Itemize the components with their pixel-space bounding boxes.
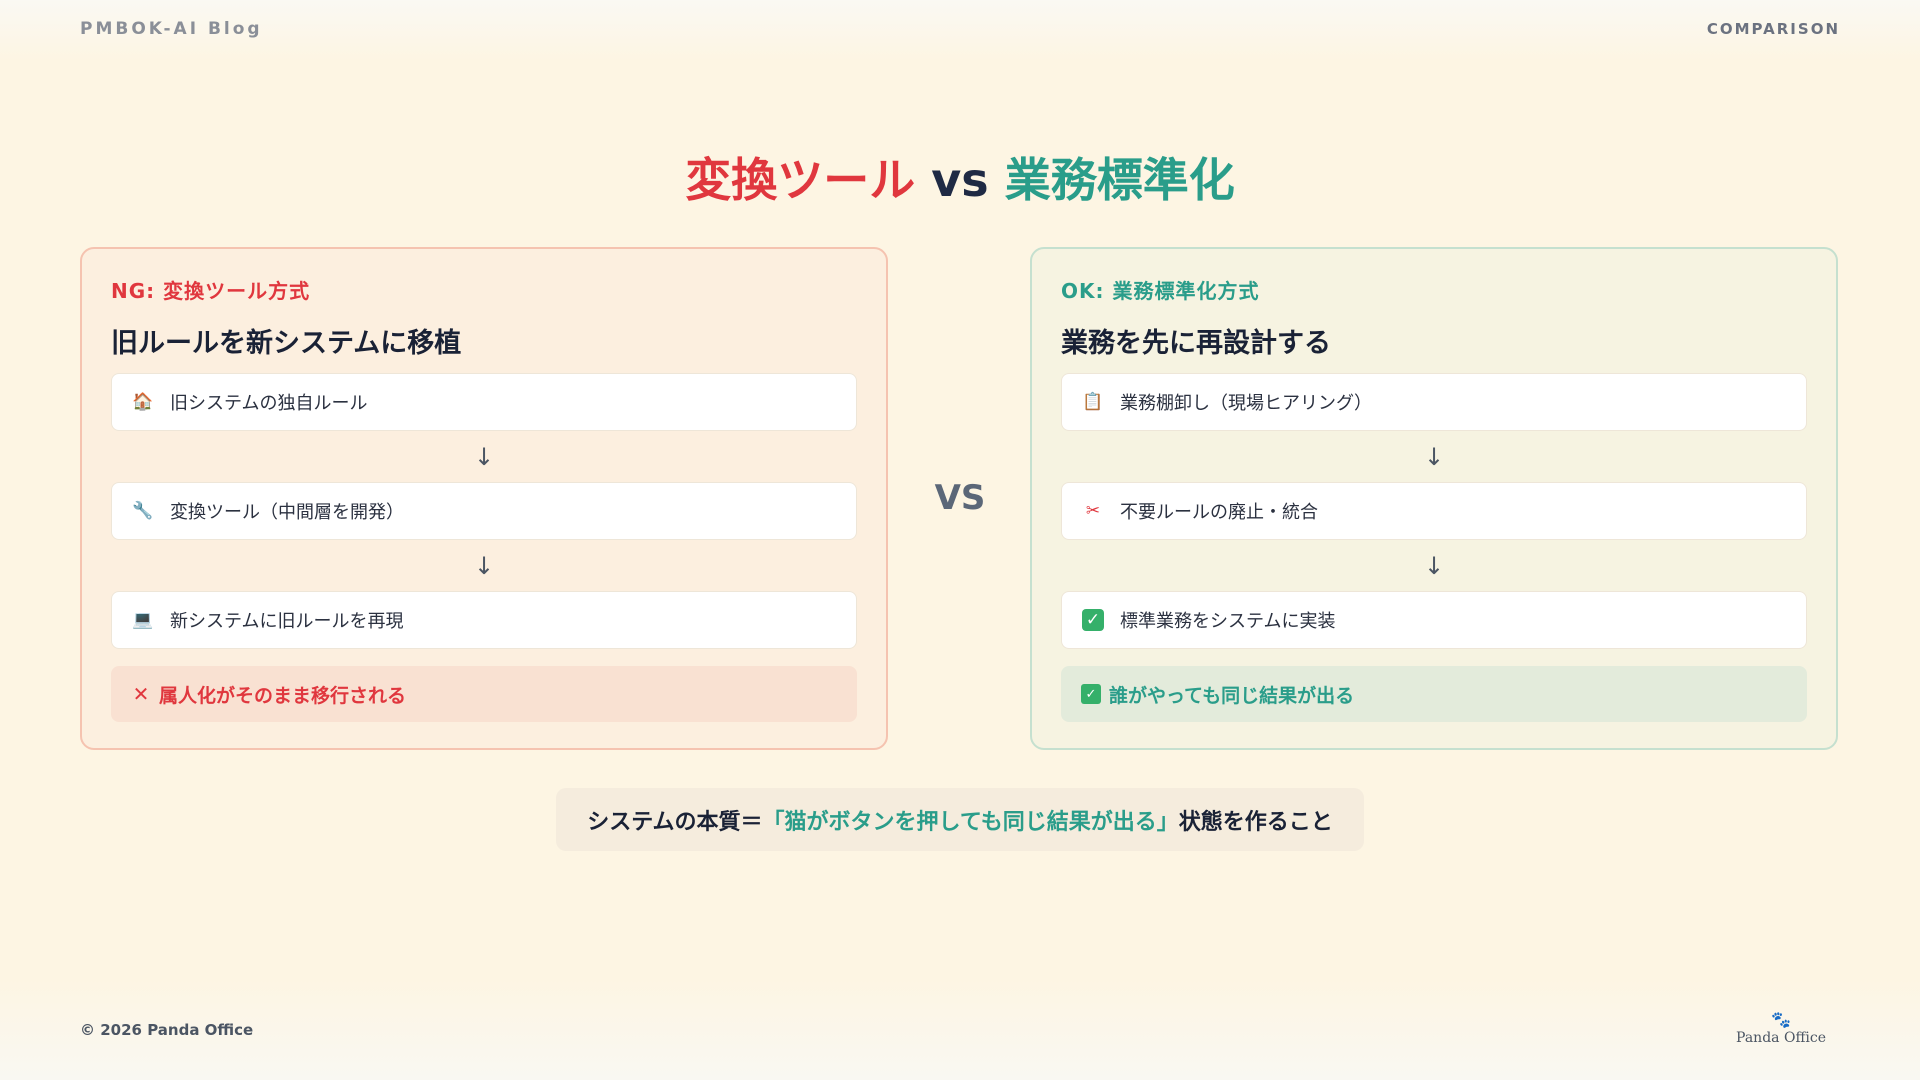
ng-step-2: 🔧 変換ツール（中間層を開発） <box>111 482 857 540</box>
down-arrow-icon: ↓ <box>473 551 495 580</box>
title-bad-term: 変換ツール <box>685 153 916 207</box>
ok-step-2: ✂ 不要ルールの廃止・統合 <box>1061 482 1807 540</box>
title-good-term: 業務標準化 <box>1004 153 1235 207</box>
ok-card-title: 業務を先に再設計する <box>1061 328 1331 359</box>
ok-step-1: 📋 業務棚卸し（現場ヒアリング） <box>1061 373 1807 431</box>
top-bar: PMBOK-AI Blog COMPARISON <box>80 18 1840 40</box>
ng-step-1: 🏠 旧システムの独自ルール <box>111 373 857 431</box>
house-icon: 🏠 <box>132 392 154 412</box>
page-title: 変換ツール vs 業務標準化 <box>0 150 1920 210</box>
ng-card-title: 旧ルールを新システムに移植 <box>111 328 462 359</box>
ng-card-tag: NG: 変換ツール方式 <box>111 279 311 303</box>
ok-card: OK: 業務標準化方式 業務を先に再設計する 📋 業務棚卸し（現場ヒアリング） … <box>1030 247 1838 750</box>
wrench-icon: 🔧 <box>132 501 154 521</box>
ng-result-label: 属人化がそのまま移行される <box>159 684 407 707</box>
down-arrow-icon: ↓ <box>1423 442 1445 471</box>
blog-brand: PMBOK-AI Blog <box>80 19 263 39</box>
logo-text: Panda Office <box>1736 1030 1826 1046</box>
check-icon: ✓ <box>1081 684 1101 704</box>
ok-step-3: ✓ 標準業務をシステムに実装 <box>1061 591 1807 649</box>
ok-result: ✓ 誰がやっても同じ結果が出る <box>1061 666 1807 722</box>
ng-card: NG: 変換ツール方式 旧ルールを新システムに移植 🏠 旧システムの独自ルール … <box>80 247 888 750</box>
ok-step-3-label: 標準業務をシステムに実装 <box>1120 611 1336 632</box>
ng-result: ✕ 属人化がそのまま移行される <box>111 666 857 722</box>
summary-highlight: 「猫がボタンを押しても同じ結果が出る」 <box>762 809 1179 835</box>
down-arrow-icon: ↓ <box>1423 551 1445 580</box>
summary-suffix: 状態を作ること <box>1178 809 1333 835</box>
ok-card-tag: OK: 業務標準化方式 <box>1061 279 1260 303</box>
ng-step-3-label: 新システムに旧ルールを再現 <box>170 611 404 632</box>
title-vs: vs <box>915 153 1005 207</box>
section-tag: COMPARISON <box>1706 20 1840 38</box>
ng-step-3: 💻 新システムに旧ルールを再現 <box>111 591 857 649</box>
ng-step-2-label: 変換ツール（中間層を開発） <box>170 502 404 523</box>
footer-logo: 🐾 Panda Office <box>1736 1010 1826 1047</box>
copyright: © 2026 Panda Office <box>80 1021 254 1039</box>
ok-step-2-label: 不要ルールの廃止・統合 <box>1120 502 1318 523</box>
scissors-icon: ✂ <box>1085 501 1101 521</box>
laptop-icon: 💻 <box>132 610 154 630</box>
down-arrow-icon: ↓ <box>473 442 495 471</box>
paw-icon: 🐾 <box>1771 1010 1791 1029</box>
cross-icon: ✕ <box>132 682 150 706</box>
vs-label: VS <box>934 478 986 518</box>
clipboard-icon: 📋 <box>1082 392 1104 412</box>
summary-banner: システムの本質＝「猫がボタンを押しても同じ結果が出る」状態を作ること <box>556 788 1364 851</box>
ng-step-1-label: 旧システムの独自ルール <box>170 393 368 414</box>
ok-result-label: 誰がやっても同じ結果が出る <box>1109 684 1355 707</box>
summary-prefix: システムの本質＝ <box>587 809 763 835</box>
ok-step-1-label: 業務棚卸し（現場ヒアリング） <box>1120 393 1372 414</box>
check-icon: ✓ <box>1082 609 1104 631</box>
